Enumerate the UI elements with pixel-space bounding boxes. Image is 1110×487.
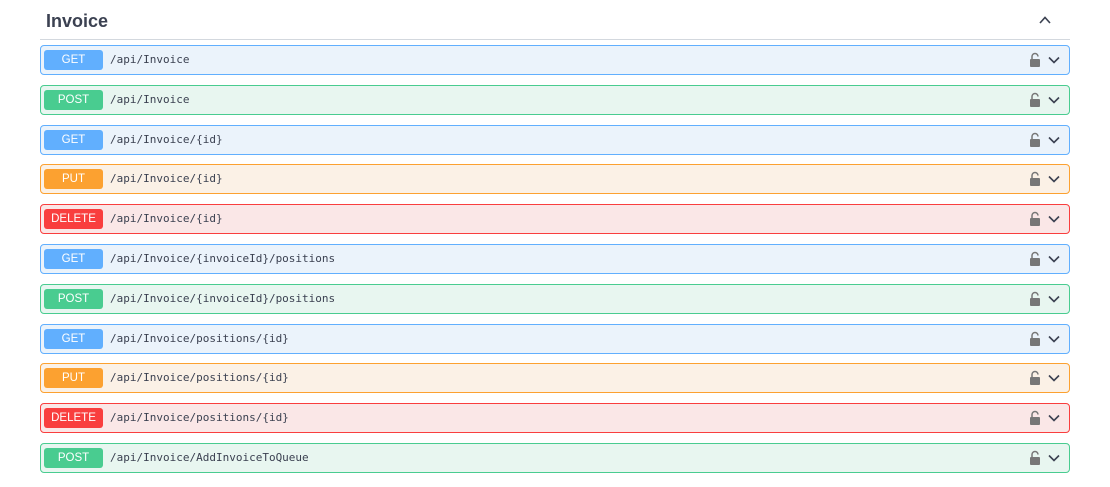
unlock-icon[interactable] [1029, 171, 1041, 187]
chevron-down-icon[interactable] [1047, 252, 1061, 266]
method-badge: POST [44, 448, 103, 468]
unlock-icon[interactable] [1029, 291, 1041, 307]
operation-row-get[interactable]: GET /api/Invoice/positions/{id} [40, 324, 1070, 354]
operation-row-get[interactable]: GET /api/Invoice/{invoiceId}/positions [40, 244, 1070, 274]
invoice-section: Invoice GET /api/Invoice [40, 0, 1070, 473]
chevron-down-icon[interactable] [1047, 133, 1061, 147]
unlock-icon[interactable] [1029, 92, 1041, 108]
unlock-icon[interactable] [1029, 410, 1041, 426]
method-badge: PUT [44, 368, 103, 388]
method-badge: POST [44, 90, 103, 110]
section-header[interactable]: Invoice [40, 0, 1070, 40]
unlock-icon[interactable] [1029, 132, 1041, 148]
operation-path: /api/Invoice/positions/{id} [110, 371, 289, 384]
chevron-down-icon[interactable] [1047, 451, 1061, 465]
section-title: Invoice [46, 11, 109, 31]
operation-row-put[interactable]: PUT /api/Invoice/positions/{id} [40, 363, 1070, 393]
chevron-up-icon[interactable] [1038, 13, 1052, 27]
operation-row-put[interactable]: PUT /api/Invoice/{id} [40, 164, 1070, 194]
method-badge: GET [44, 329, 103, 349]
operation-row-post[interactable]: POST /api/Invoice/AddInvoiceToQueue [40, 443, 1070, 473]
chevron-down-icon[interactable] [1047, 53, 1061, 67]
operation-path: /api/Invoice/{invoiceId}/positions [110, 292, 336, 305]
chevron-down-icon[interactable] [1047, 371, 1061, 385]
method-badge: GET [44, 50, 103, 70]
operation-row-post[interactable]: POST /api/Invoice/{invoiceId}/positions [40, 284, 1070, 314]
chevron-down-icon[interactable] [1047, 172, 1061, 186]
unlock-icon[interactable] [1029, 450, 1041, 466]
unlock-icon[interactable] [1029, 331, 1041, 347]
operation-path: /api/Invoice/positions/{id} [110, 332, 289, 345]
chevron-down-icon[interactable] [1047, 332, 1061, 346]
unlock-icon[interactable] [1029, 52, 1041, 68]
method-badge: GET [44, 130, 103, 150]
operation-row-get[interactable]: GET /api/Invoice/{id} [40, 125, 1070, 155]
operation-path: /api/Invoice/{id} [110, 133, 223, 146]
operation-path: /api/Invoice/{invoiceId}/positions [110, 252, 336, 265]
method-badge: PUT [44, 169, 103, 189]
unlock-icon[interactable] [1029, 370, 1041, 386]
operation-path: /api/Invoice/{id} [110, 172, 223, 185]
method-badge: GET [44, 249, 103, 269]
operation-row-delete[interactable]: DELETE /api/Invoice/positions/{id} [40, 403, 1070, 433]
chevron-down-icon[interactable] [1047, 93, 1061, 107]
method-badge: DELETE [44, 209, 103, 229]
method-badge: DELETE [44, 408, 103, 428]
unlock-icon[interactable] [1029, 251, 1041, 267]
method-badge: POST [44, 289, 103, 309]
operation-path: /api/Invoice [110, 93, 190, 106]
operation-path: /api/Invoice/AddInvoiceToQueue [110, 451, 309, 464]
operation-path: /api/Invoice/{id} [110, 212, 223, 225]
operation-path: /api/Invoice/positions/{id} [110, 411, 289, 424]
operation-row-delete[interactable]: DELETE /api/Invoice/{id} [40, 204, 1070, 234]
unlock-icon[interactable] [1029, 211, 1041, 227]
operation-path: /api/Invoice [110, 53, 190, 66]
chevron-down-icon[interactable] [1047, 292, 1061, 306]
operation-row-post[interactable]: POST /api/Invoice [40, 85, 1070, 115]
chevron-down-icon[interactable] [1047, 411, 1061, 425]
chevron-down-icon[interactable] [1047, 212, 1061, 226]
operation-row-get[interactable]: GET /api/Invoice [40, 45, 1070, 75]
